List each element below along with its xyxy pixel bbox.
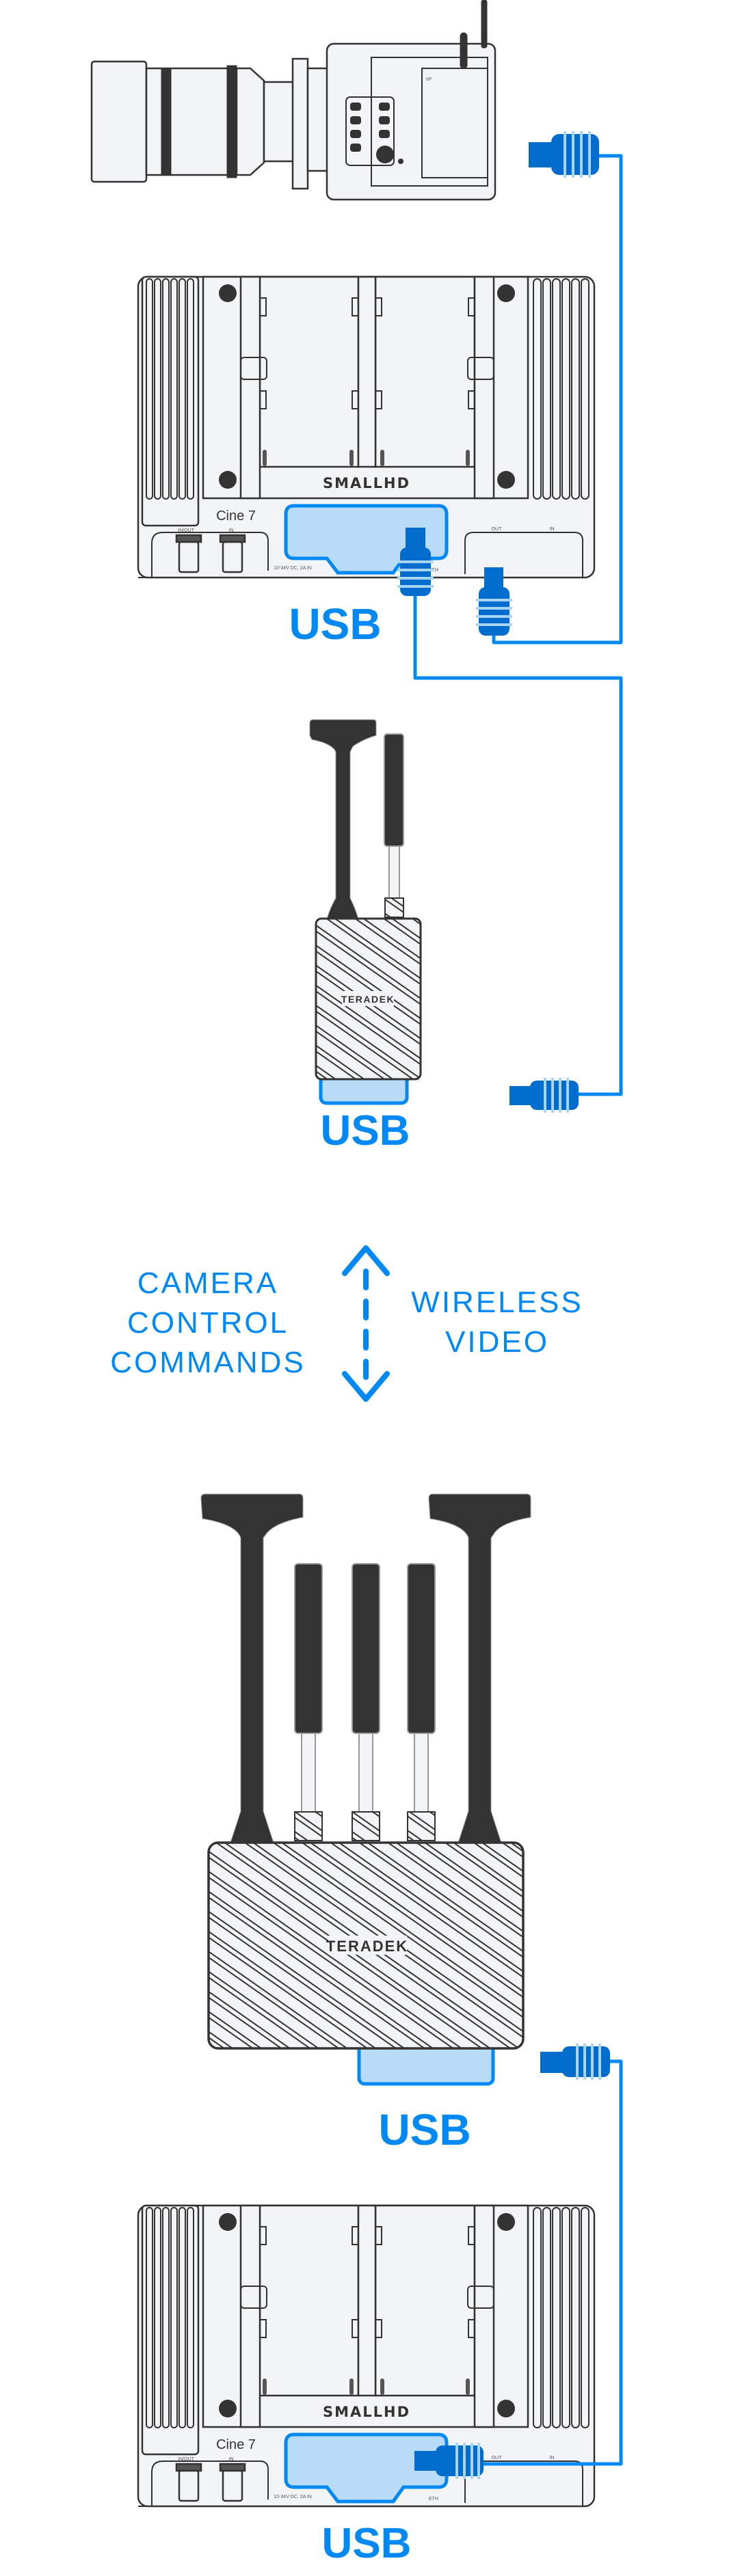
rail — [473, 2204, 495, 2428]
port-label-in: IN — [550, 2456, 555, 2460]
camera-vf-panel — [421, 68, 488, 178]
camera-antenna-short — [460, 32, 468, 69]
port-label-out: OUT — [492, 2456, 503, 2460]
lens-ring — [161, 68, 172, 176]
camera-control-label: CONTROL — [127, 1306, 289, 1340]
teradek-receiver: TERADEK — [200, 1493, 531, 2086]
paddle-antenna-left — [200, 1493, 304, 1843]
rod-antenna — [384, 733, 404, 847]
usb-label-monitor-top: USB — [289, 599, 381, 649]
rail — [473, 275, 495, 500]
camera-control-label: CAMERA — [137, 1266, 278, 1300]
smallhd-logo: SMALLHD — [323, 475, 410, 491]
wireless-video-label: WIRELESS — [411, 1286, 583, 1319]
arrow-down-icon — [342, 1371, 390, 1402]
usb-label-monitor-bottom: USB — [322, 2520, 412, 2567]
usb-cable-monitor-to-transmitter — [413, 596, 623, 1096]
cinema-camera: VF — [90, 0, 496, 201]
left-vent-fins — [146, 2207, 194, 2428]
paddle-antenna-right — [428, 1493, 531, 1843]
io-port-bay — [464, 532, 583, 578]
paddle-antenna — [309, 719, 377, 920]
usb-port-highlight — [284, 2432, 449, 2504]
rail-tabs — [240, 297, 494, 409]
camera-button-panel — [345, 96, 395, 166]
usb-connector-receiver — [540, 2044, 610, 2080]
rod-antennas — [294, 1563, 436, 1841]
usb-port-highlight — [357, 2042, 495, 2086]
logo-plate — [342, 991, 394, 1006]
usb-connector-camera — [529, 131, 599, 178]
camera-buttons — [350, 103, 403, 164]
mount-plate — [291, 57, 309, 190]
usb-cable-camera-to-monitor — [492, 154, 623, 645]
rail-tabs — [240, 2226, 494, 2338]
port-label-eth: ETH — [429, 2497, 438, 2502]
battery-latches — [263, 2378, 470, 2395]
usb-cable-receiver-to-monitor — [484, 2059, 623, 2466]
usb-connector-transmitter — [509, 1078, 579, 1113]
rail — [357, 275, 377, 468]
usb-connector-monitor-bottom — [414, 2443, 484, 2479]
rod-antenna-shaft — [388, 845, 400, 899]
usb-label-receiver: USB — [378, 2105, 471, 2154]
lens-hood — [90, 60, 148, 183]
model-label: Cine 7 — [216, 2437, 256, 2452]
right-vent-fins — [533, 278, 590, 500]
battery-slot-right — [374, 2204, 476, 2397]
camera-body — [326, 42, 496, 201]
logo-plate — [328, 1936, 407, 1955]
lens-taper — [235, 67, 265, 176]
port-label-sdi-in: IN — [229, 2457, 234, 2462]
usb-connector-monitor-in — [476, 567, 512, 636]
left-vent-fins — [146, 278, 194, 500]
smallhd-cine7-monitor: SMALLHD Cine 7 IN/OUT IN 10-34V DC, 2A I… — [137, 275, 596, 579]
antenna-nut — [384, 897, 404, 918]
smallhd-cine7-monitor-bottom: SMALLHD Cine 7 IN/OUT IN 10-34V DC, 2A I… — [137, 2204, 596, 2508]
teradek-logo: TERADEK — [341, 994, 395, 1005]
lens-barrel — [145, 67, 230, 176]
screws — [219, 2213, 515, 2417]
port-label-sdi-inout: IN/OUT — [178, 2457, 194, 2462]
teradek-logo: TERADEK — [326, 1938, 408, 1955]
mount-flange — [306, 67, 330, 172]
sdi-port-bay — [138, 532, 269, 578]
smallhd-logo: SMALLHD — [323, 2404, 410, 2420]
rail — [357, 2204, 377, 2397]
battery-slot-left — [259, 275, 360, 468]
bnc-connectors — [175, 2463, 246, 2502]
wireless-video-label: VIDEO — [445, 1325, 549, 1359]
battery-slot-right — [374, 275, 476, 468]
model-label: Cine 7 — [216, 509, 256, 524]
port-label-power: 10-34V DC, 2A IN — [274, 2495, 312, 2499]
teradek-transmitter: TERADEK — [309, 719, 422, 1105]
arrow-up-icon — [342, 1245, 390, 1276]
port-label-sdi-in: IN — [229, 528, 234, 533]
rail — [239, 2204, 261, 2428]
camera-control-label: COMMANDS — [110, 1346, 306, 1379]
port-label-sdi-inout: IN/OUT — [178, 528, 194, 533]
right-vent-fins — [533, 2207, 590, 2428]
battery-latches — [263, 450, 470, 466]
lens-ring — [226, 65, 237, 178]
port-label-out: OUT — [492, 527, 503, 532]
sdi-port-bay — [138, 2460, 269, 2507]
usb-connector-monitor-usb — [397, 528, 434, 596]
bnc-connectors — [175, 534, 246, 573]
camera-antenna — [481, 0, 488, 49]
vf-label: VF — [426, 77, 432, 82]
battery-slot-left — [259, 2204, 360, 2397]
port-label-power: 10-34V DC, 2A IN — [274, 566, 312, 571]
screws — [219, 284, 515, 489]
usb-label-transmitter: USB — [321, 1107, 410, 1154]
rail — [239, 275, 261, 500]
wireless-link: CAMERA CONTROL COMMANDS WIRELESS VIDEO — [110, 1245, 583, 1402]
port-label-in: IN — [550, 527, 555, 532]
